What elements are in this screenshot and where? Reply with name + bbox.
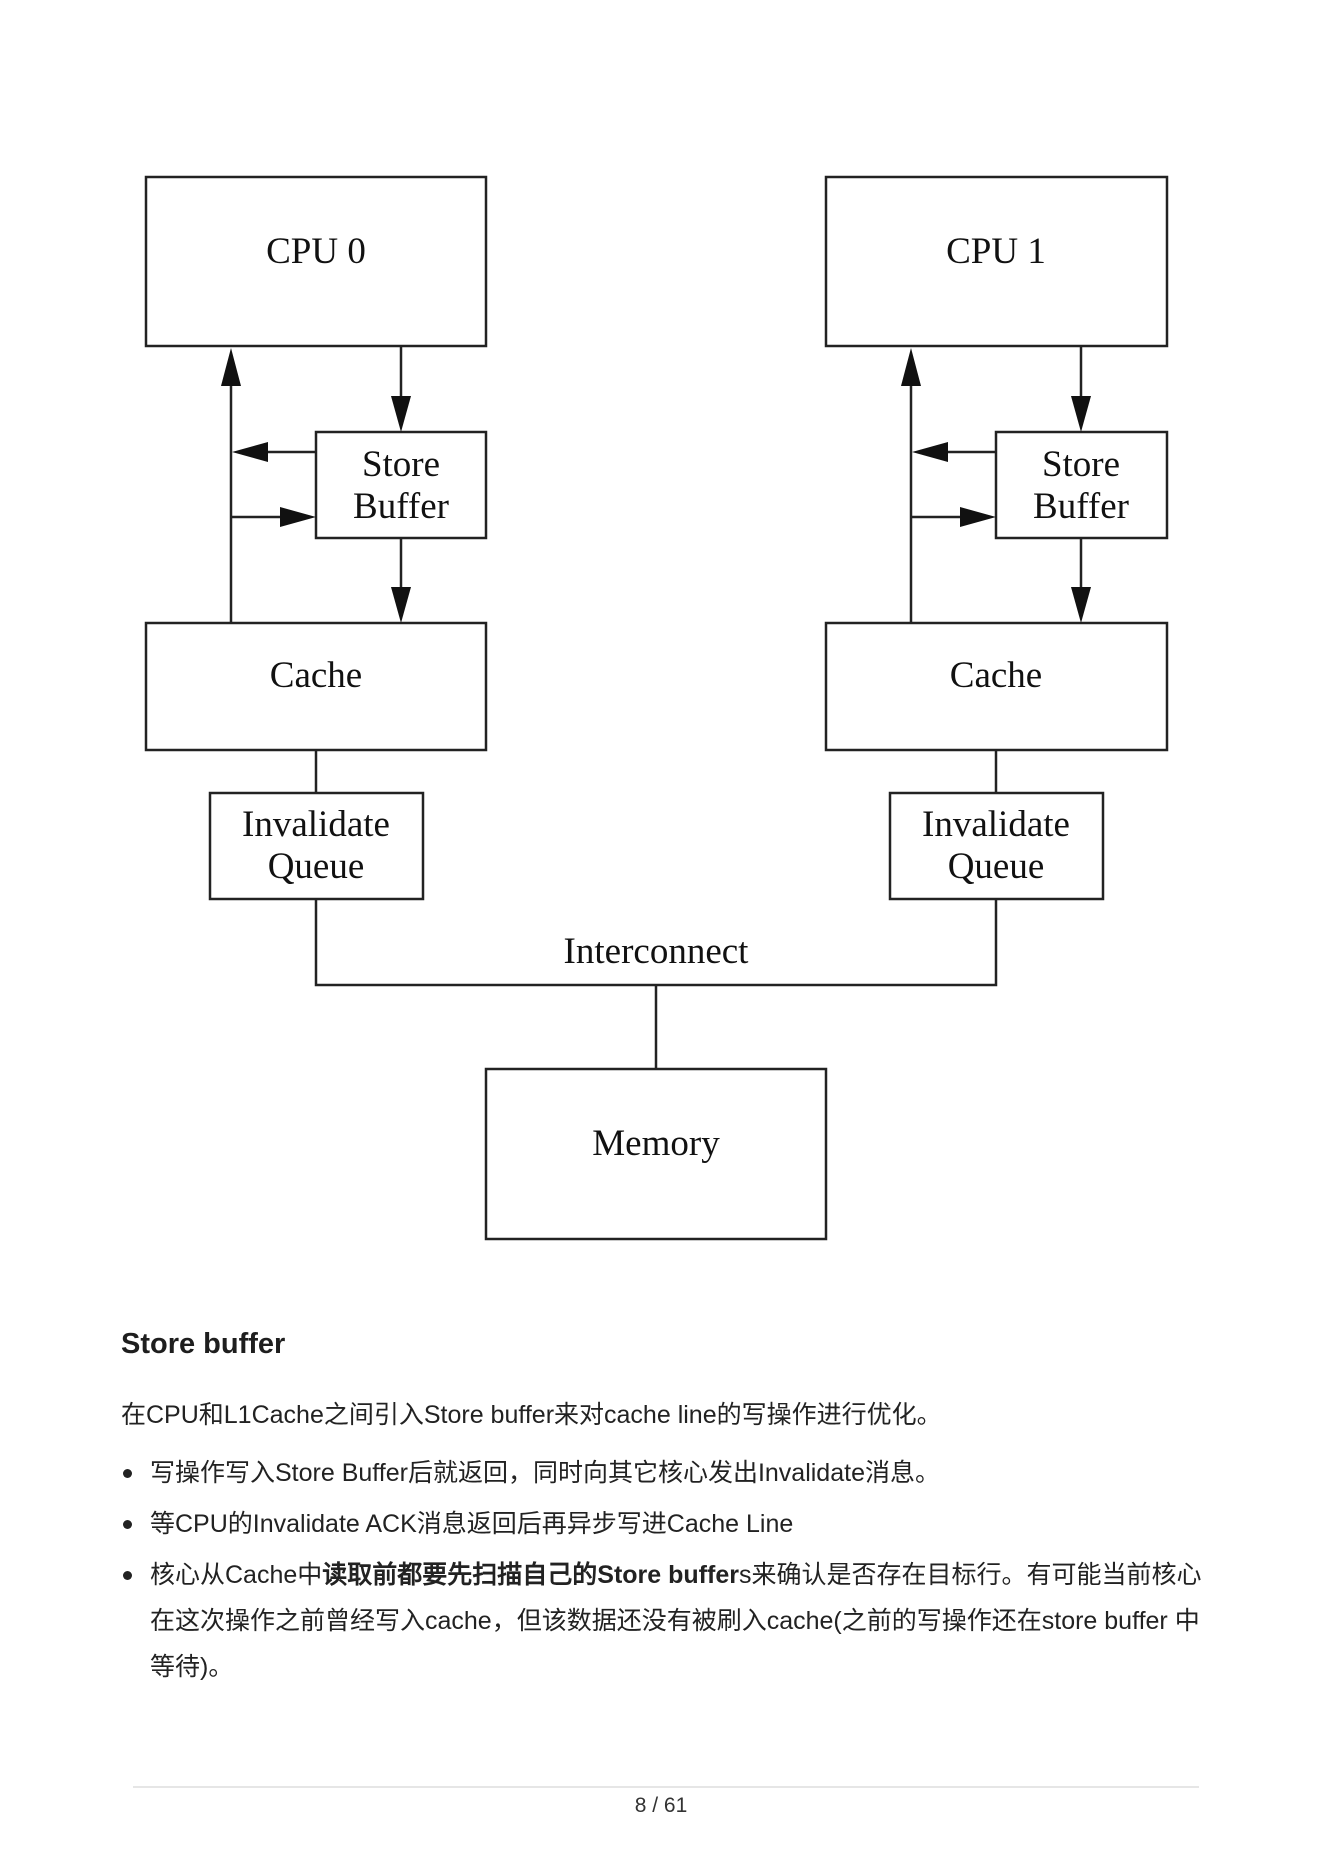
bullet-list: 写操作写入Store Buffer后就返回，同时向其它核心发出Invalidat… [121,1450,1211,1695]
section-title: Store buffer [121,1328,286,1360]
cpu0-cache-in-arrowhead [391,587,411,623]
cpu1-sb-in-arrowhead [1071,396,1091,432]
cpu0-cache-box [144,621,488,752]
cpu0-sb-in-arrowhead [391,396,411,432]
memory-box [484,1067,828,1241]
cpu1-invalidate-queue-box [888,791,1105,901]
bullet-dot-icon [123,1571,132,1580]
cpu-cache-architecture-diagram: CPU 0 Store Buffer Cache Invalidate Queu… [144,175,1169,1241]
cpu0-invalidate-queue-label-2: Queue [268,846,365,887]
cpu0-sb-lower-arrowhead [280,507,316,527]
section-intro: 在CPU和L1Cache之间引入Store buffer来对cache line… [121,1401,942,1429]
bullet-dot-icon [123,1520,132,1529]
bullet-text: 写操作写入Store Buffer后就返回，同时向其它核心发出Invalidat… [150,1459,940,1487]
cpu1-store-buffer-label-1: Store [1042,444,1120,485]
cpu0-store-buffer-box [314,430,488,540]
cpu1-up-arrowhead [901,348,921,386]
cpu1-cache-in-arrowhead [1071,587,1091,623]
cpu1-store-buffer-box [994,430,1169,540]
bullet-text-prefix: 核心从Cache中 [150,1561,323,1589]
cpu1-sb-out-arrowhead [912,442,948,462]
cpu1-invalidate-queue-label-2: Queue [948,846,1045,887]
cpu0-store-buffer-label-2: Buffer [353,486,449,527]
bullet-text-suffix: s来确认是否存在目标行。有可能当前核心在这次操作之前曾经写入cache，但该数据… [150,1561,1202,1681]
cpu0-label: CPU 0 [266,231,366,272]
cpu0-cache-label: Cache [270,655,362,696]
cpu1-group: CPU 1 Store Buffer Cache Invalidate Queu… [824,175,1169,901]
cpu0-invalidate-queue-label-1: Invalidate [242,804,390,845]
cpu0-up-arrowhead [221,348,241,386]
cpu1-cache-box [824,621,1169,752]
interconnect-group: Interconnect Memory [314,899,998,1241]
page-number: 8 / 61 [634,1794,688,1817]
bullet-dot-icon [123,1469,132,1478]
bullet-text: 等CPU的Invalidate ACK消息返回后再异步写进Cache Line [150,1510,794,1538]
list-item: 等CPU的Invalidate ACK消息返回后再异步写进Cache Line [121,1501,1211,1547]
cpu0-store-buffer-label-1: Store [362,444,440,485]
cpu0-group: CPU 0 Store Buffer Cache Invalidate Queu… [144,175,488,901]
bullet-text-bold: 读取前都要先扫描自己的Store buffer [322,1561,739,1589]
cpu1-invalidate-queue-label-1: Invalidate [922,804,1070,845]
cpu0-invalidate-queue-box [208,791,425,901]
list-item: 核心从Cache中读取前都要先扫描自己的Store buffers来确认是否存在… [121,1552,1211,1690]
list-item: 写操作写入Store Buffer后就返回，同时向其它核心发出Invalidat… [121,1450,1211,1496]
cpu1-box [824,175,1169,348]
cpu1-store-buffer-label-2: Buffer [1033,486,1129,527]
footer-divider [133,1786,1199,1788]
cpu1-label: CPU 1 [946,231,1046,272]
cpu1-cache-label: Cache [950,655,1042,696]
cpu0-box [144,175,488,348]
interconnect-label: Interconnect [564,931,750,972]
cpu1-sb-lower-arrowhead [960,507,996,527]
cpu0-sb-out-arrowhead [232,442,268,462]
memory-label: Memory [592,1123,720,1164]
